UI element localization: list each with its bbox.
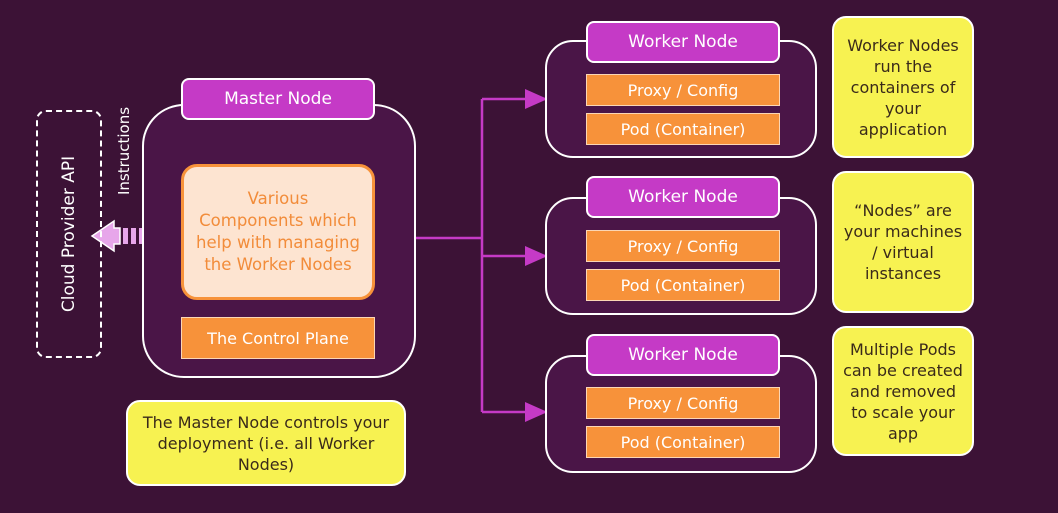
instructions-label-wrap: Instructions bbox=[112, 96, 136, 206]
worker-3-proxy-config: Proxy / Config bbox=[586, 387, 780, 419]
worker-1-pod: Pod (Container) bbox=[586, 113, 780, 145]
worker-nodes-note: Worker Nodes run the containers of your … bbox=[832, 16, 974, 158]
nodes-definition-note: “Nodes” are your machines / virtual inst… bbox=[832, 171, 974, 313]
instructions-label: Instructions bbox=[115, 106, 133, 196]
worker-2-pod: Pod (Container) bbox=[586, 269, 780, 301]
master-components-box: Various Components which help with manag… bbox=[181, 164, 375, 300]
control-plane-bar: The Control Plane bbox=[181, 317, 375, 359]
worker-node-title-2: Worker Node bbox=[586, 176, 780, 218]
worker-node-title-3: Worker Node bbox=[586, 334, 780, 376]
master-node-title: Master Node bbox=[181, 78, 375, 120]
worker-2-proxy-config: Proxy / Config bbox=[586, 230, 780, 262]
worker-1-proxy-config: Proxy / Config bbox=[586, 74, 780, 106]
cloud-provider-api-label: Cloud Provider API bbox=[59, 155, 79, 313]
worker-3-pod: Pod (Container) bbox=[586, 426, 780, 458]
cloud-provider-api-box: Cloud Provider API bbox=[36, 110, 102, 358]
pods-scaling-note: Multiple Pods can be created and removed… bbox=[832, 326, 974, 456]
worker-node-title-1: Worker Node bbox=[586, 21, 780, 63]
master-node-note: The Master Node controls your deployment… bbox=[126, 400, 406, 486]
